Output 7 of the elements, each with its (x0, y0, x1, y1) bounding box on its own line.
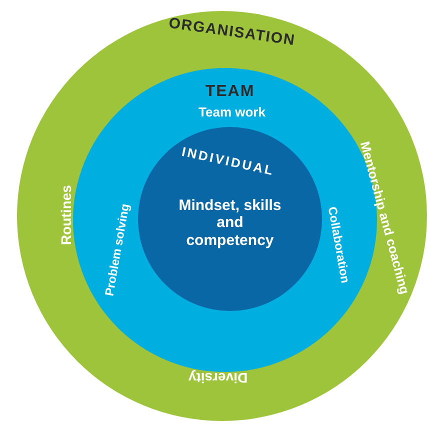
ring-label: Collaboration (324, 206, 352, 284)
ring-label: Routines (58, 185, 74, 245)
core-text: Mindset, skills and competency (178, 197, 282, 249)
ring-heading: TEAM (205, 82, 255, 102)
ring-label: Diversity (188, 370, 248, 386)
ring-label: Team work (198, 106, 266, 120)
ring-label: Problem solving (103, 202, 133, 298)
